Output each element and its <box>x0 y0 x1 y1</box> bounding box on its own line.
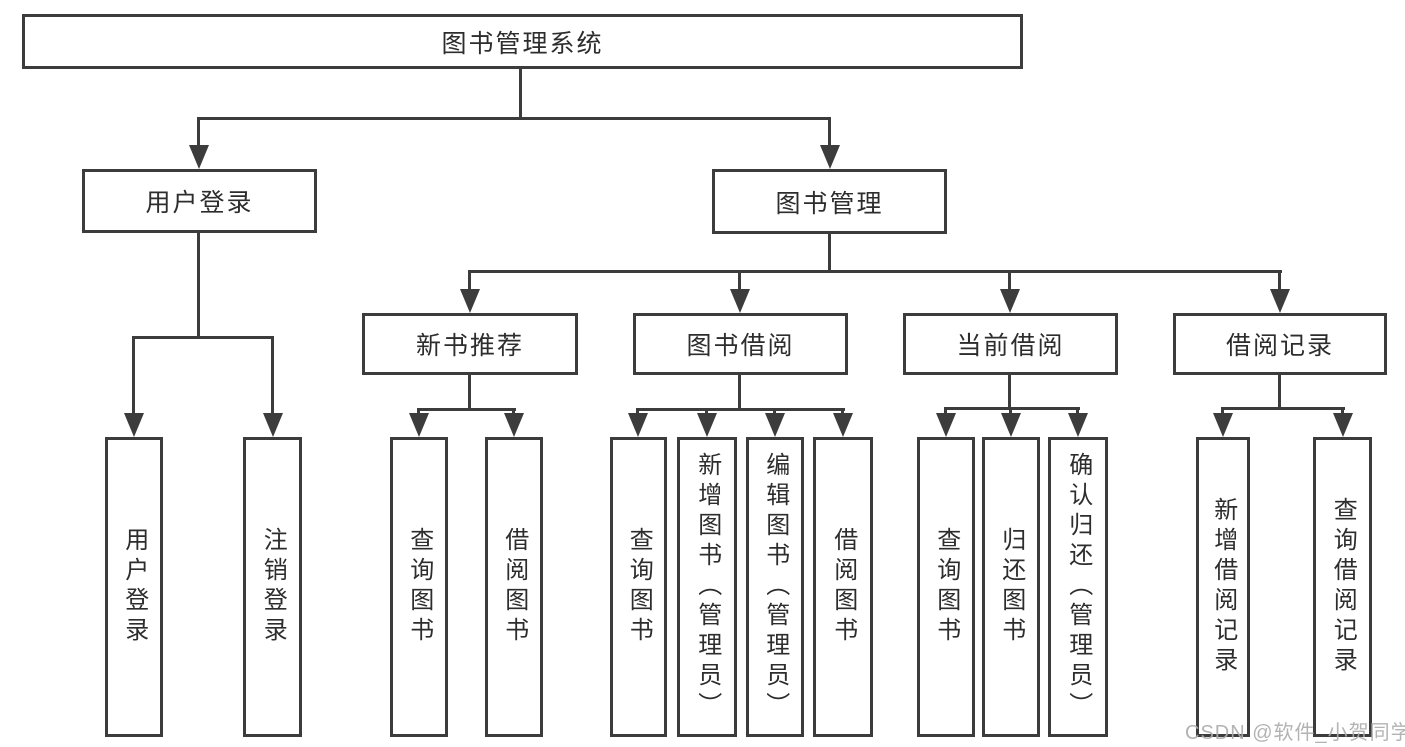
leaf-bb-add-books-admin-label: 新增图书（管理员） <box>693 452 721 722</box>
node-book-borrow: 图书借阅 <box>633 313 848 375</box>
leaf-br-add-record-label: 新增借阅记录 <box>1209 497 1237 677</box>
arrowhead-nbr-c1 <box>409 413 429 437</box>
leaf-nbr-borrow-books-label: 借阅图书 <box>500 527 528 647</box>
connector-br-bar <box>1221 407 1345 410</box>
node-borrow-records-label: 借阅记录 <box>1225 332 1334 360</box>
arrowhead-br-c2 <box>1333 413 1353 437</box>
arrowhead-cb-c1 <box>936 413 956 437</box>
node-book-mgmt-group: 图书管理 <box>712 169 947 234</box>
connector-br-c2-stem <box>1341 407 1344 418</box>
leaf-cb-confirm-return-admin: 确认归还（管理员） <box>1048 437 1108 737</box>
leaf-user-login: 用户登录 <box>105 437 163 737</box>
node-book-borrow-label: 图书借阅 <box>686 332 795 360</box>
leaf-logout-label: 注销登录 <box>259 527 287 647</box>
leaf-bb-borrow-books-label: 借阅图书 <box>829 527 857 647</box>
node-user-login-group-label: 用户登录 <box>145 189 254 217</box>
connector-bb-down <box>738 375 741 411</box>
arrowhead-cb-c2 <box>1001 413 1021 437</box>
arrowhead-bb-c3 <box>765 413 785 437</box>
connector-user-login-bar <box>132 336 274 339</box>
connector-cb-c2-stem <box>1009 407 1012 418</box>
node-current-borrow: 当前借阅 <box>903 313 1118 375</box>
arrowhead-borrow-records <box>1270 289 1290 313</box>
leaf-nbr-query-books-label: 查询图书 <box>405 527 433 647</box>
connector-book-mgmt-down <box>828 234 831 273</box>
connector-current-borrow-stem <box>1008 270 1011 295</box>
node-root: 图书管理系统 <box>22 14 1023 69</box>
arrowhead-nbr-c2 <box>504 413 524 437</box>
arrowhead-leaf-login <box>124 413 144 437</box>
connector-nbr-down <box>468 375 471 411</box>
leaf-cb-query-books: 查询图书 <box>917 437 975 737</box>
connector-br-down <box>1278 375 1281 410</box>
arrowhead-current-borrow <box>1000 289 1020 313</box>
leaf-nbr-borrow-books: 借阅图书 <box>485 437 543 737</box>
connector-level2-bar <box>468 270 1282 273</box>
arrowhead-bb-c1 <box>628 413 648 437</box>
leaf-bb-borrow-books: 借阅图书 <box>813 437 873 737</box>
connector-br-c1-stem <box>1221 407 1224 418</box>
connector-user-login-down <box>197 232 200 339</box>
connector-book-borrow-stem <box>738 270 741 295</box>
connector-bb-bar <box>636 408 845 411</box>
node-borrow-records: 借阅记录 <box>1173 313 1387 375</box>
leaf-cb-confirm-return-admin-label: 确认归还（管理员） <box>1064 452 1092 722</box>
connector-cb-c1-stem <box>944 407 947 418</box>
arrowhead-book-borrow <box>730 289 750 313</box>
leaf-br-add-record: 新增借阅记录 <box>1196 437 1250 737</box>
arrowhead-new-book <box>460 289 480 313</box>
leaf-bb-edit-books-admin-label: 编辑图书（管理员） <box>761 452 789 722</box>
connector-level1-bar <box>197 117 831 120</box>
leaf-bb-add-books-admin: 新增图书（管理员） <box>677 437 737 737</box>
leaf-user-login-label: 用户登录 <box>120 527 148 647</box>
connector-cb-down <box>1008 375 1011 410</box>
connector-user-login-stem <box>197 117 200 151</box>
node-user-login-group: 用户登录 <box>82 169 317 233</box>
arrowhead-cb-c3 <box>1068 413 1088 437</box>
connector-new-book-stem <box>468 270 471 295</box>
leaf-bb-query-books: 查询图书 <box>610 437 667 737</box>
node-book-mgmt-group-label: 图书管理 <box>775 189 884 218</box>
arrowhead-bb-c4 <box>833 413 853 437</box>
leaf-logout: 注销登录 <box>243 437 302 737</box>
leaf-cb-return-books-label: 归还图书 <box>997 527 1025 647</box>
connector-root-stem <box>519 69 522 117</box>
csdn-watermark: CSDN @软件_小贺同学 <box>1185 722 1405 744</box>
leaf-bb-edit-books-admin: 编辑图书（管理员） <box>746 437 804 737</box>
leaf-bb-query-books-label: 查询图书 <box>625 527 653 647</box>
arrowhead-bb-c2 <box>697 413 717 437</box>
arrowhead-leaf-logout <box>263 413 283 437</box>
connector-borrow-records-stem <box>1278 270 1281 295</box>
connector-book-mgmt-stem <box>828 117 831 151</box>
leaf-nbr-query-books: 查询图书 <box>390 437 448 737</box>
connector-cb-bar <box>944 407 1080 410</box>
arrowhead-book-mgmt <box>820 145 840 169</box>
leaf-br-query-record: 查询借阅记录 <box>1313 437 1372 737</box>
node-new-book-rec: 新书推荐 <box>362 313 578 375</box>
node-current-borrow-label: 当前借阅 <box>956 332 1065 360</box>
connector-leaf-login-stem <box>132 336 135 416</box>
arrowhead-user-login <box>189 145 209 169</box>
connector-cb-c3-stem <box>1076 407 1079 418</box>
leaf-cb-return-books: 归还图书 <box>982 437 1040 737</box>
arrowhead-br-c1 <box>1213 413 1233 437</box>
leaf-br-query-record-label: 查询借阅记录 <box>1329 497 1357 677</box>
connector-leaf-logout-stem <box>271 336 274 416</box>
connector-nbr-bar <box>417 408 516 411</box>
node-root-label: 图书管理系统 <box>441 29 604 58</box>
node-new-book-rec-label: 新书推荐 <box>415 332 524 360</box>
leaf-cb-query-books-label: 查询图书 <box>932 527 960 647</box>
